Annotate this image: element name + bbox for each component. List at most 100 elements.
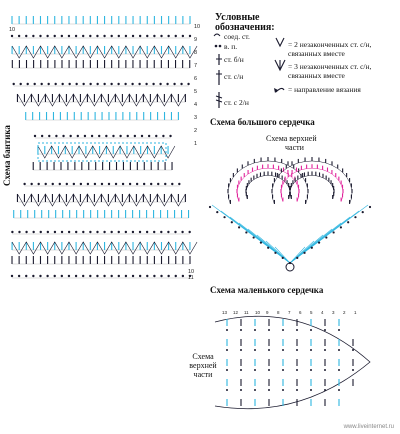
bow-chain-dot — [128, 182, 132, 186]
bow-chain-dot — [110, 34, 113, 38]
bow-chain-dot — [19, 82, 22, 86]
bow-chain-dot — [131, 34, 135, 38]
bow-chain-dot — [124, 82, 127, 86]
bow-chain-dot — [117, 82, 120, 86]
bow-chain-dot — [53, 230, 57, 234]
small-heart-row-number: 11 — [244, 310, 249, 315]
bow-chain-dot — [90, 134, 94, 138]
legend-2tog-1: = 2 незаконченных ст. с/н, — [288, 40, 372, 49]
bow-chain-dot — [166, 82, 169, 86]
small-heart-dot — [240, 369, 242, 371]
bow-chain-dot — [181, 230, 184, 234]
heart-arc — [236, 167, 300, 202]
heart-edge-dot — [332, 231, 335, 234]
bow-chain-dot — [25, 274, 28, 278]
bow-chain-dot — [61, 82, 64, 86]
bow-chain-dot — [25, 34, 28, 38]
bow-chain-dot — [10, 274, 14, 278]
bow-chain-dot — [174, 230, 177, 234]
bow-chain-dot — [17, 34, 21, 38]
bow-chain-dot — [155, 134, 158, 138]
bow-chain-dot — [152, 82, 155, 86]
small-heart-dot — [324, 389, 326, 391]
bow-chain-dot — [188, 230, 191, 234]
small-heart-dot — [226, 369, 228, 371]
small-heart-upper-1: Схема — [192, 352, 214, 361]
bow-chain-dot — [53, 34, 56, 38]
small-heart-dot — [268, 329, 270, 331]
bow-chain-dot — [181, 274, 185, 278]
bow-chain-dot — [142, 182, 146, 186]
bow-chain-dot — [96, 82, 99, 86]
bow-chain-dot — [103, 274, 106, 278]
direction-arrow-icon — [275, 87, 285, 93]
bow-chain-dot — [23, 182, 26, 186]
bow-zigzag — [17, 93, 186, 107]
legend-3tog-2: связанных вместе — [288, 71, 345, 80]
small-heart-dot — [310, 329, 312, 331]
heart-edge-dot — [347, 221, 350, 224]
bow-chain-dot — [96, 34, 99, 38]
small-heart-row-number: 12 — [233, 310, 239, 315]
small-heart-row-number: 13 — [222, 310, 228, 315]
heart-edge-dot — [368, 205, 372, 209]
watermark: www.liveinternet.ru — [343, 424, 394, 430]
bow-chain-dot — [173, 82, 176, 86]
small-heart-dot — [268, 369, 270, 371]
bow-chain-dot — [82, 82, 85, 86]
legend-tr: ст. с 2/н — [224, 98, 249, 107]
bow-row-number: 6 — [194, 76, 197, 82]
bow-chain-dot — [140, 134, 144, 138]
bow-zigzag — [11, 45, 198, 59]
heart-arc — [271, 160, 353, 204]
double-double-crochet-icon — [215, 99, 223, 103]
bow-chain-dot — [98, 134, 101, 138]
bow-chain-dot — [18, 230, 21, 234]
bow-chain-dot — [138, 274, 142, 278]
bow-chain-dot — [138, 34, 142, 38]
bow-chain-dot — [103, 230, 106, 234]
bow-row-number: 1 — [194, 141, 197, 147]
bow-chain-dot — [188, 274, 192, 278]
bow-chain-dot — [69, 134, 72, 138]
bow-chain-dot — [124, 34, 128, 38]
bow-row-number: 2 — [194, 128, 197, 134]
bow-chain-dot — [103, 82, 106, 86]
big-heart-title: Схема большого сердечка — [210, 117, 315, 127]
bow-chain-dot — [105, 134, 108, 138]
bow-chain-dot — [181, 34, 185, 38]
small-heart-dot — [338, 349, 340, 351]
bow-chain-dot — [82, 34, 85, 38]
bow-chain-dot — [117, 274, 120, 278]
bow-chain-dot — [110, 274, 113, 278]
heart-edge-dot — [230, 221, 233, 224]
bow-chain-dot — [135, 182, 139, 186]
small-heart-dot — [282, 389, 284, 391]
small-heart-row-number: 7 — [288, 310, 291, 315]
double-double-crochet-icon — [215, 95, 223, 99]
bow-chain-dot — [124, 230, 128, 234]
bow-chain-dot — [167, 274, 170, 278]
legend-direction: = направление вязания — [288, 85, 361, 94]
small-heart-dot — [338, 329, 340, 331]
heart-v-line — [265, 240, 291, 264]
bow-chain-dot — [89, 82, 92, 86]
small-heart-dot — [296, 389, 298, 391]
bow-chain-dot — [75, 230, 78, 234]
bow-chain-dot — [107, 182, 111, 186]
heart-arc — [227, 160, 309, 204]
bow-chain-dot — [46, 230, 50, 234]
heart-edge-dot — [259, 241, 263, 244]
bow-chain-dot — [40, 82, 43, 86]
small-heart-dot — [324, 369, 326, 371]
heart-edge-dot — [252, 236, 255, 239]
bow-chain-dot — [126, 134, 129, 138]
heart-edge-dot — [267, 246, 270, 249]
bow-chain-dot — [68, 82, 71, 86]
bow-chain-dot — [119, 134, 122, 138]
bow-chain-dot — [147, 134, 151, 138]
small-heart-dot — [254, 329, 256, 331]
bow-chain-dot — [121, 182, 125, 186]
small-heart-dot — [254, 369, 256, 371]
bow-row-number: 4 — [194, 102, 197, 108]
